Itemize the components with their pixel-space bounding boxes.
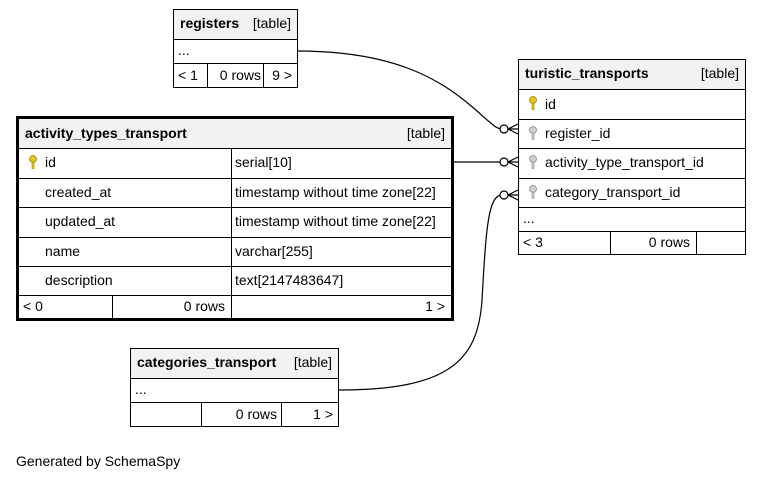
table-header: activity_types_transport [table] [19,119,451,149]
table-header: categories_transport [table] [131,349,338,379]
column-row: id serial[10] [19,149,451,179]
table-kind: [table] [406,125,445,141]
footer-rows: 0 rows [235,406,277,422]
column-row: id [519,90,745,120]
footer-rows: 0 rows [183,298,225,314]
column-type: timestamp without time zone[22] [235,213,436,229]
footer-parents: < 1 [178,67,198,83]
table-kind: [table] [700,65,739,81]
table-name: registers [180,15,240,31]
column-row: ... [174,40,297,64]
primary-key-icon [529,96,537,110]
column-label: category_transport_id [545,184,681,200]
column-type: serial[10] [235,154,292,170]
column-row: ... [519,208,745,232]
column-label: description [45,272,113,288]
table-footer: 0 rows 1 > [131,403,338,426]
column-label: ... [135,381,147,397]
column-type: timestamp without time zone[22] [235,184,436,200]
foreign-key-icon [529,126,537,140]
column-row: category_transport_id [519,179,745,208]
column-label: register_id [545,125,611,141]
column-label: name [45,243,81,259]
table-footer: < 0 0 rows 1 > [19,296,451,318]
column-row: activity_type_transport_id [519,149,745,179]
registers-link [296,50,503,130]
table-name: activity_types_transport [25,125,187,141]
foreign-key-icon [529,155,537,169]
column-row: updated_at timestamp without time zone[2… [19,208,451,238]
column-row: ... [131,379,338,403]
column-label: id [45,154,56,170]
column-label: id [545,96,556,112]
column-type: text[2147483647] [235,272,344,288]
footer-children: 1 > [313,406,333,422]
turistic-transports-table[interactable]: turistic_transports [table] id register_… [518,59,746,255]
registers-table[interactable]: registers [table] ... < 1 0 rows 9 > [173,9,298,88]
column-row: register_id [519,120,745,149]
table-kind: [table] [252,15,291,31]
column-row: created_at timestamp without time zone[2… [19,179,451,208]
column-label: created_at [45,184,112,200]
column-row: description text[2147483647] [19,267,451,296]
table-footer: < 1 0 rows 9 > [174,64,297,87]
table-header: registers [table] [174,10,297,40]
footer-rows: 0 rows [219,67,261,83]
column-type: varchar[255] [235,243,313,259]
column-label: activity_type_transport_id [545,154,704,170]
generated-by-label: Generated by SchemaSpy [16,453,181,469]
footer-parents: < 0 [23,298,43,314]
table-footer: < 3 0 rows [519,232,745,254]
primary-key-icon [29,155,37,169]
table-kind: [table] [293,354,332,370]
footer-children: 9 > [272,67,292,83]
categories-transport-table[interactable]: categories_transport [table] ... 0 rows … [130,348,339,427]
foreign-key-icon [529,185,537,199]
categories-link [338,194,503,391]
table-name: turistic_transports [525,65,649,81]
footer-children: 1 > [425,298,445,314]
column-label: ... [523,210,535,226]
activity-types-transport-table[interactable]: activity_types_transport [table] id seri… [16,116,454,321]
footer-rows: 0 rows [648,234,690,250]
column-label: updated_at [45,213,116,229]
table-name: categories_transport [137,354,277,370]
column-label: ... [178,42,190,58]
table-header: turistic_transports [table] [519,60,745,90]
footer-parents: < 3 [523,234,543,250]
column-row: name varchar[255] [19,238,451,267]
